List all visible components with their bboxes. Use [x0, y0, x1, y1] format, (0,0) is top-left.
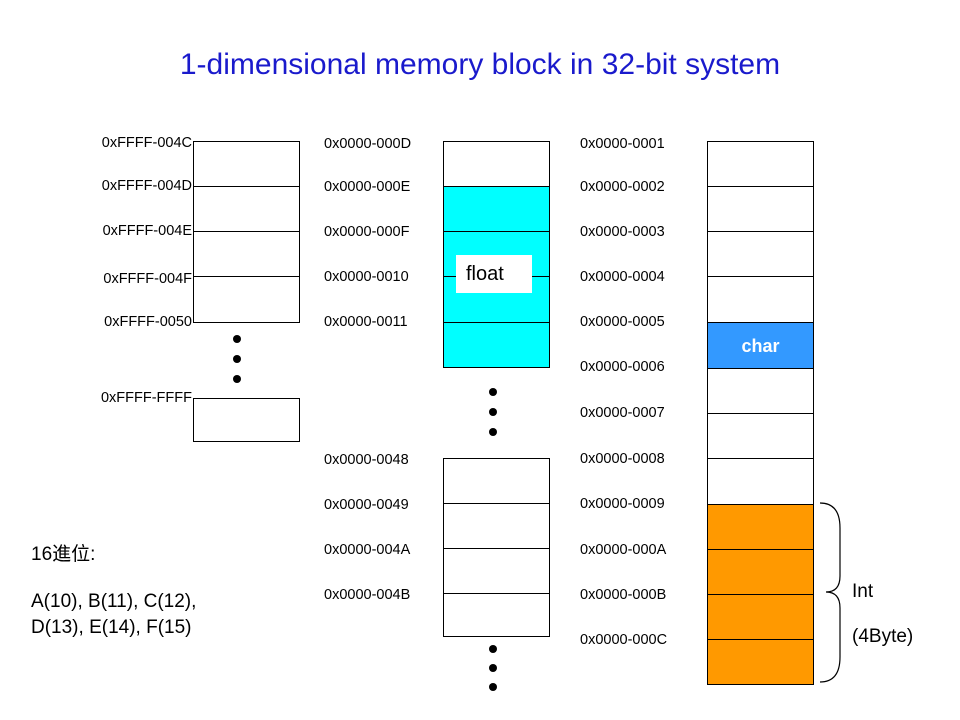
ellipsis-dot: [489, 428, 497, 436]
ellipsis-dot: [233, 355, 241, 363]
address-label: 0x0000-0004: [580, 269, 665, 285]
address-label: 0x0000-000C: [580, 632, 668, 648]
memory-cell: [707, 368, 814, 414]
memory-cell: [193, 398, 300, 442]
float-cell: [443, 186, 550, 232]
ellipsis-dot: [233, 335, 241, 343]
memory-cell: [443, 593, 550, 637]
address-label: 0x0000-0007: [580, 405, 665, 421]
address-label: 0x0000-0003: [580, 224, 665, 240]
int-cell: [707, 549, 814, 595]
address-label: 0x0000-000D: [324, 136, 412, 152]
int-cell: [707, 504, 814, 550]
int-size-label: (4Byte): [852, 626, 914, 647]
address-label: 0x0000-004B: [324, 587, 411, 603]
address-label: 0xFFFF-004E: [102, 223, 192, 239]
memory-cell: [443, 548, 550, 594]
address-label: 0x0000-0006: [580, 359, 665, 375]
address-label: 0x0000-0001: [580, 136, 665, 152]
hex-note-line: D(13), E(14), F(15): [31, 617, 192, 638]
hex-note-line: A(10), B(11), C(12),: [31, 591, 197, 612]
address-label: 0x0000-0008: [580, 451, 665, 467]
memory-cell: [443, 503, 550, 549]
memory-cell: [707, 186, 814, 232]
ellipsis-dot: [489, 388, 497, 396]
char-type-label: char: [741, 336, 780, 356]
diagram-title: 1-dimensional memory block in 32-bit sys…: [179, 48, 781, 81]
ellipsis-dot: [489, 664, 497, 672]
memory-cell: [707, 276, 814, 323]
memory-cell: [707, 141, 814, 187]
memory-cell: [443, 458, 550, 504]
address-label: 0xFFFF-004D: [101, 178, 192, 194]
memory-cell: [193, 186, 300, 232]
ellipsis-dot: [489, 645, 497, 653]
int-brace: [819, 502, 841, 683]
address-label: 0x0000-0049: [324, 497, 409, 513]
memory-cell: [707, 458, 814, 505]
ellipsis-dot: [489, 683, 497, 691]
int-type-label: Int: [852, 581, 874, 602]
ellipsis-dot: [233, 375, 241, 383]
memory-cell: [193, 276, 300, 323]
address-label: 0x0000-0010: [324, 269, 409, 285]
address-label: 0x0000-0005: [580, 314, 665, 330]
address-label: 0x0000-000A: [580, 542, 667, 558]
memory-cell: [443, 141, 550, 187]
address-label: 0x0000-004A: [324, 542, 411, 558]
int-cell: [707, 594, 814, 640]
address-label: 0xFFFF-004F: [103, 271, 192, 287]
int-cell: [707, 639, 814, 685]
address-label: 0x0000-0011: [324, 314, 408, 330]
memory-cell: [193, 231, 300, 277]
float-cell: [443, 322, 550, 368]
address-label: 0x0000-000B: [580, 587, 667, 603]
address-label: 0x0000-0002: [580, 179, 665, 195]
memory-cell: [193, 141, 300, 187]
address-label: 0xFFFF-0050: [104, 314, 192, 330]
address-label: 0xFFFF-FFFF: [100, 390, 192, 406]
address-label: 0xFFFF-004C: [101, 135, 192, 151]
ellipsis-dot: [489, 408, 497, 416]
hex-note-heading: 16進位:: [31, 544, 96, 565]
address-label: 0x0000-0048: [324, 452, 409, 468]
float-type-label: float: [456, 255, 532, 293]
memory-cell: [707, 413, 814, 459]
address-label: 0x0000-0009: [580, 496, 665, 512]
address-label: 0x0000-000F: [324, 224, 410, 240]
memory-cell: [707, 231, 814, 277]
address-label: 0x0000-000E: [324, 179, 411, 195]
